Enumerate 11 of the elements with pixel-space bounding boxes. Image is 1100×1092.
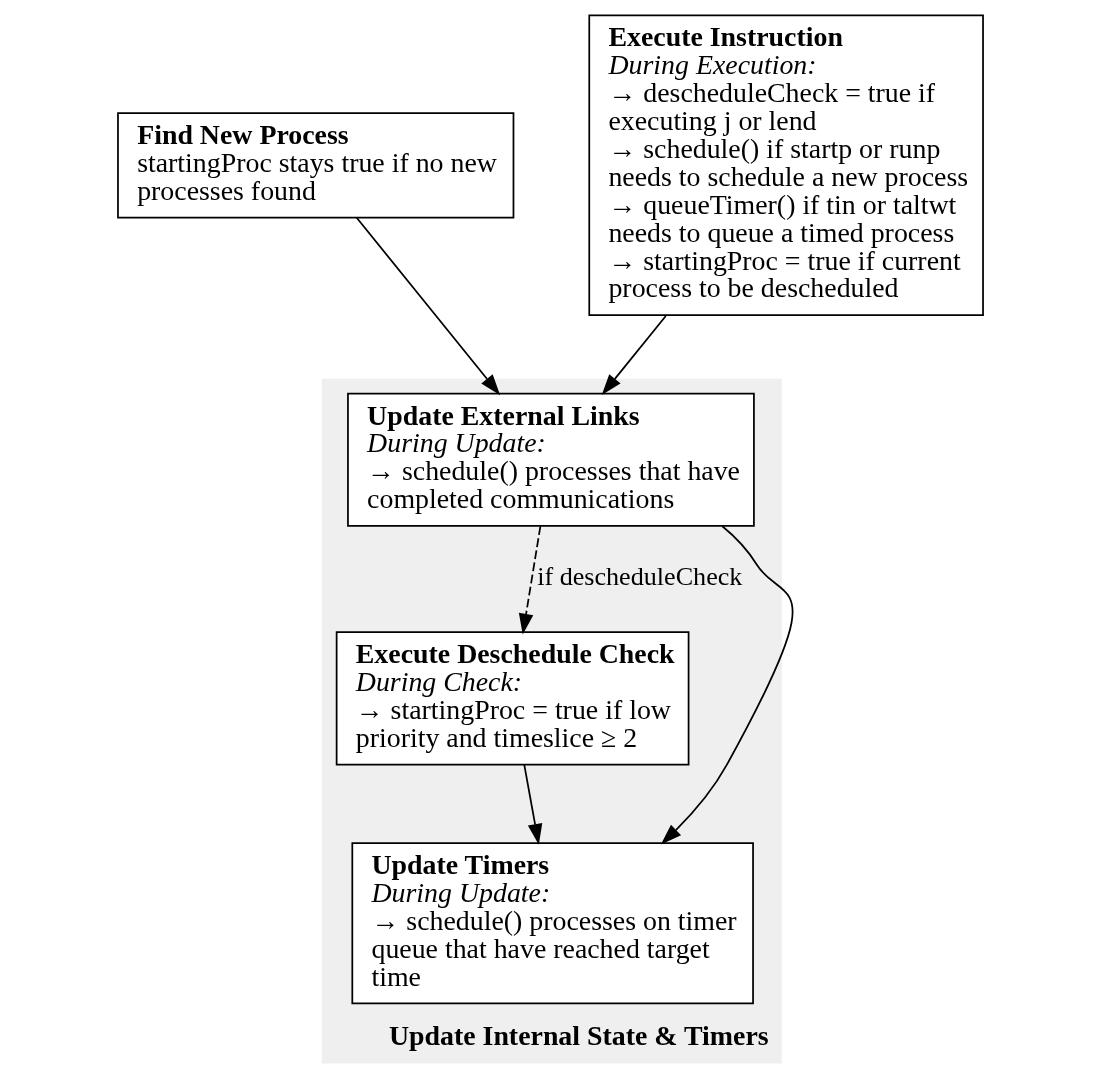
edge-label: if descheduleCheck [536, 562, 742, 592]
arrow [522, 763, 542, 845]
node-box: Execute Instruction During Execution: → descheduleCheck = true if executing j or lend → schedule() if startp or runp needs to schedule a new process → queueTimer() if tin or taltwt needs to queue a timed process → startingProc = true if current process to be descheduled [587, 14, 984, 316]
arrow [601, 315, 667, 396]
node-box: Update Timers During Update: → schedule() processes on timer queue that have reached target time [350, 842, 754, 1005]
arrow [518, 525, 541, 635]
node-box: Execute Deschedule Check During Check: → startingProc = true if low priority and timeslice ≥ 2 [335, 631, 689, 766]
arrow [660, 525, 793, 845]
node-box: Find New Process startingProc stays true if no new processes found [116, 112, 514, 219]
arrow [355, 216, 500, 396]
node-box: Update External Links During Update: → schedule() processes that have completed communications [346, 392, 755, 527]
